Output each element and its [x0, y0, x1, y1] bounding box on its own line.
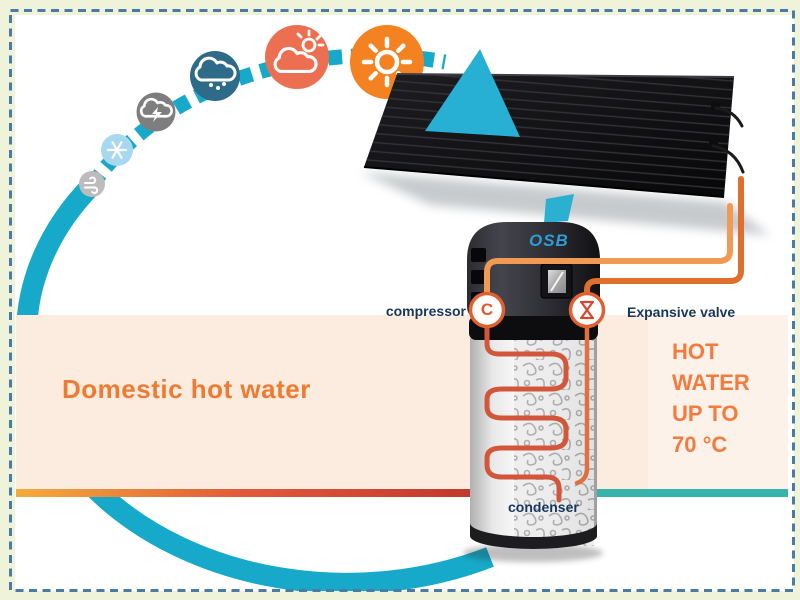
flow-arrow-icon	[425, 49, 520, 137]
tank-pattern-strip	[514, 334, 594, 546]
hot-water-band	[16, 315, 788, 489]
suction-pipe	[484, 203, 733, 297]
hot-water-band-light	[648, 315, 788, 489]
hail-cloud-icon	[190, 51, 240, 101]
storm-cloud-icon	[136, 92, 176, 132]
dashed-border	[9, 9, 795, 592]
tank-base	[470, 523, 597, 549]
flow-flag	[544, 194, 574, 223]
valve-down-pipe	[574, 324, 590, 486]
tank-shadow	[463, 544, 603, 562]
panel-outlets	[709, 103, 745, 174]
tank-neck	[469, 316, 598, 340]
hot-gas-pipe	[584, 176, 744, 297]
weather-icons	[79, 25, 424, 197]
callout-line-2: WATER	[672, 370, 750, 395]
brand-logo: OSB	[529, 231, 569, 250]
compressor-label: compressor	[385, 303, 466, 319]
sun-cloud-icon	[265, 25, 329, 89]
callout-line-4: 70 °C	[672, 432, 728, 457]
hot-water-callout: HOT WATER UP TO 70 °C	[672, 336, 750, 460]
snowflake-icon	[101, 134, 133, 166]
domestic-hot-water-label: Domestic hot water	[62, 374, 311, 404]
condenser-label: condenser	[508, 499, 579, 515]
expansion-valve-circle	[568, 291, 606, 329]
cold-water-line	[595, 489, 788, 497]
callout-line-3: UP TO	[672, 401, 739, 426]
compressor-symbol: C	[480, 300, 494, 319]
expansion-valve-label: Expansive valve	[627, 304, 736, 320]
condenser-coil	[484, 322, 569, 503]
callout-line-1: HOT	[672, 339, 719, 364]
expansion-valve-icon	[579, 300, 595, 320]
compressor-circle	[468, 291, 506, 329]
temperature-gradient-line	[16, 489, 474, 497]
display-screen	[540, 263, 573, 299]
refrigerant-circuit	[484, 176, 744, 503]
wind-icon	[79, 171, 105, 197]
